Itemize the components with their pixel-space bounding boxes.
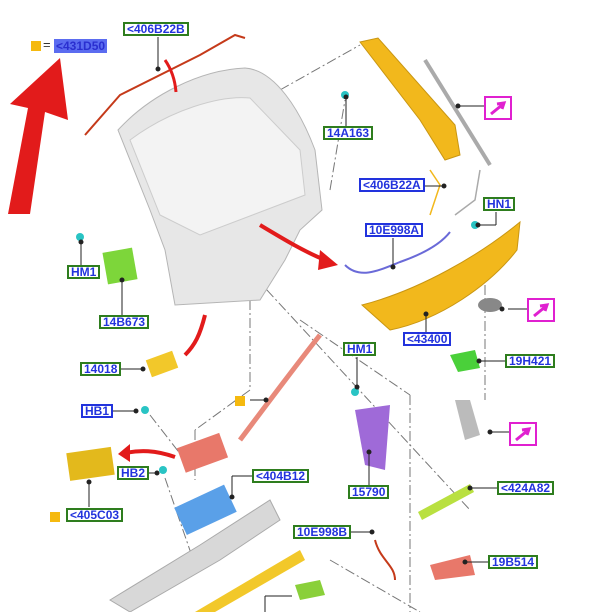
callout-10E998B[interactable]: 10E998B xyxy=(293,525,352,539)
callout-HN1[interactable]: HN1 xyxy=(483,197,516,211)
callout-HM1-lower[interactable]: HM1 xyxy=(343,342,377,356)
callout-HB2[interactable]: HB2 xyxy=(117,466,150,480)
callout-HB1[interactable]: HB1 xyxy=(81,404,114,418)
callout-HM1[interactable]: HM1 xyxy=(67,265,101,279)
legend-equals: = xyxy=(43,37,51,52)
callout-424A82[interactable]: <424A82 xyxy=(497,481,555,495)
callout-14A163[interactable]: 14A163 xyxy=(323,126,374,140)
legend-ref-431D50[interactable]: <431D50 xyxy=(54,39,108,53)
external-link-icon[interactable] xyxy=(509,422,537,446)
callout-43400[interactable]: <43400 xyxy=(403,332,452,346)
reference-marker-icon xyxy=(50,512,60,522)
spoiler-part xyxy=(359,37,461,161)
reference-marker-icon xyxy=(235,396,245,406)
callout-14018[interactable]: 14018 xyxy=(80,362,122,376)
external-link-icon[interactable] xyxy=(527,298,555,322)
callout-406B22A[interactable]: <406B22A xyxy=(359,178,425,192)
external-link-icon[interactable] xyxy=(484,96,512,120)
callout-15790[interactable]: 15790 xyxy=(348,485,390,499)
leader-lines xyxy=(149,44,486,612)
legend-marker-icon xyxy=(31,41,41,51)
callout-406B22B[interactable]: <406B22B xyxy=(123,22,189,36)
callout-19H421[interactable]: 19H421 xyxy=(505,354,556,368)
callout-404B12[interactable]: <404B12 xyxy=(252,469,310,483)
callout-405C03[interactable]: <405C03 xyxy=(66,508,124,522)
callout-14B673[interactable]: 14B673 xyxy=(99,315,150,329)
trim-bar-part xyxy=(360,220,521,331)
big-red-arrow xyxy=(8,58,68,214)
callout-19B514[interactable]: 19B514 xyxy=(488,555,539,569)
callout-10E998A[interactable]: 10E998A xyxy=(365,223,424,237)
